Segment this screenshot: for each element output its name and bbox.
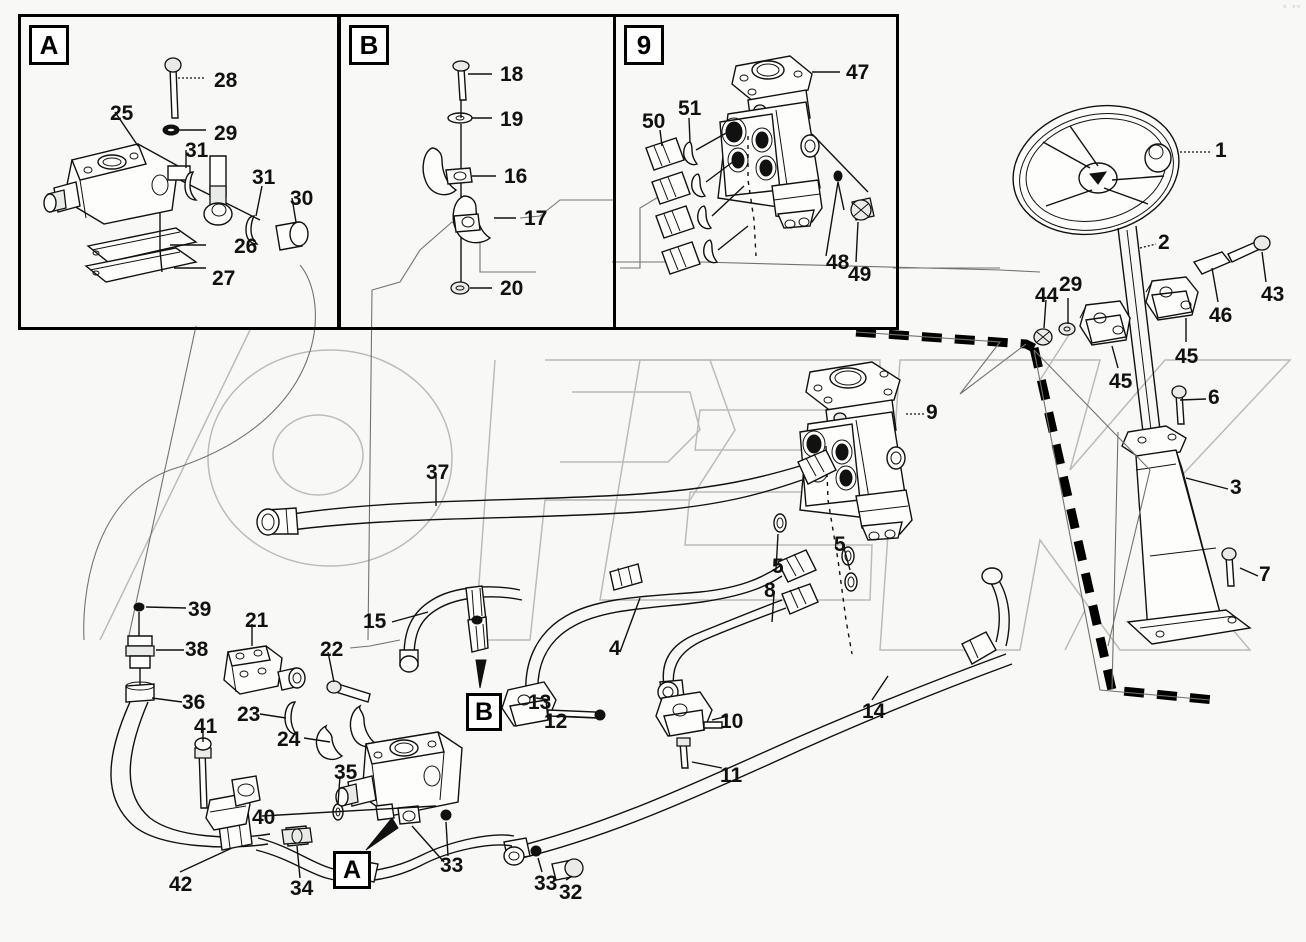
detail-panel-9: 9 bbox=[613, 14, 899, 330]
callout-46: 46 bbox=[1209, 304, 1233, 327]
callout-13: 13 bbox=[528, 691, 552, 714]
callout-8: 8 bbox=[764, 579, 776, 602]
panel-callout-17: 17 bbox=[524, 207, 548, 230]
spacer-46 bbox=[1192, 251, 1232, 275]
callout-leaders bbox=[145, 151, 1267, 881]
callout-11: 11 bbox=[720, 764, 743, 787]
region-tag-b-label: B bbox=[474, 697, 494, 726]
callout-9: 9 bbox=[926, 401, 938, 424]
callout-3: 3 bbox=[1230, 476, 1242, 499]
steering-shaft bbox=[1117, 225, 1161, 433]
callout-38: 38 bbox=[185, 638, 209, 661]
panel-callout-47: 47 bbox=[846, 61, 870, 84]
panel-a-contents bbox=[43, 57, 309, 283]
panel-callout-30: 30 bbox=[290, 187, 314, 210]
washer-29 bbox=[1058, 322, 1076, 336]
callout-36: 36 bbox=[182, 691, 206, 714]
panel-callout-48: 48 bbox=[826, 251, 850, 274]
corner-mark: ▫ ▫▫ bbox=[1283, 2, 1302, 11]
panel-a-tag: A bbox=[29, 25, 69, 65]
callout-29-main: 29 bbox=[1059, 273, 1083, 296]
callout-42: 42 bbox=[169, 873, 193, 896]
panel-9-contents bbox=[645, 55, 875, 275]
hose-15 bbox=[399, 585, 523, 673]
steering-valve-main bbox=[799, 361, 913, 655]
callout-41: 41 bbox=[194, 715, 218, 738]
seal-ring-33 bbox=[440, 809, 452, 821]
callout-12: 12 bbox=[544, 710, 568, 733]
valve-block-21 bbox=[223, 645, 306, 695]
bolt-43 bbox=[1227, 235, 1271, 263]
clamp-bracket-left bbox=[1079, 300, 1131, 346]
callout-5-upper: 5 bbox=[772, 555, 784, 578]
callout-1: 1 bbox=[1215, 139, 1227, 162]
bolt-6 bbox=[1171, 385, 1187, 425]
callout-24: 24 bbox=[277, 728, 301, 751]
clamp-bracket-right bbox=[1145, 276, 1199, 321]
region-tag-a-label: A bbox=[342, 855, 362, 884]
panel-callout-50: 50 bbox=[642, 110, 666, 133]
callout-43: 43 bbox=[1261, 283, 1285, 306]
hose-4 bbox=[501, 549, 817, 727]
region-9-thin-frame bbox=[855, 331, 1211, 701]
panel-b-contents bbox=[422, 60, 516, 295]
callout-10: 10 bbox=[720, 710, 744, 733]
panel-link-lines bbox=[83, 195, 1041, 649]
callout-23: 23 bbox=[237, 703, 261, 726]
callout-32: 32 bbox=[559, 881, 583, 904]
panel-b-tag: B bbox=[349, 25, 389, 65]
panel-callout-51: 51 bbox=[678, 97, 702, 120]
callout-7: 7 bbox=[1259, 563, 1271, 586]
callout-33-a: 33 bbox=[440, 854, 464, 877]
hose-14 bbox=[503, 567, 1013, 881]
fitting-group-38-39 bbox=[125, 602, 155, 703]
callout-45-left: 45 bbox=[1109, 370, 1133, 393]
panel-callout-20: 20 bbox=[500, 277, 524, 300]
panel-callout-31-left: 31 bbox=[185, 139, 209, 162]
callout-15: 15 bbox=[363, 610, 387, 633]
callout-39: 39 bbox=[188, 598, 212, 621]
steering-wheel bbox=[1012, 104, 1180, 236]
callout-35: 35 bbox=[334, 761, 358, 784]
seal-ring-23 bbox=[284, 701, 298, 735]
panel-callout-25: 25 bbox=[110, 102, 134, 125]
nut-44 bbox=[1033, 328, 1053, 346]
callout-37: 37 bbox=[426, 461, 450, 484]
callout-44: 44 bbox=[1035, 284, 1059, 307]
column-housing bbox=[1121, 425, 1252, 645]
hose-8 bbox=[657, 583, 819, 703]
panel-callout-26: 26 bbox=[234, 235, 258, 258]
panel-callout-49: 49 bbox=[848, 263, 872, 286]
panel-callout-28: 28 bbox=[214, 69, 238, 92]
hose-37 bbox=[256, 449, 837, 536]
callout-33-b: 33 bbox=[534, 872, 558, 895]
callout-40: 40 bbox=[252, 806, 276, 829]
callout-5-lower: 5 bbox=[834, 533, 846, 556]
panel-callout-29: 29 bbox=[214, 122, 238, 145]
callout-22: 22 bbox=[320, 638, 344, 661]
callout-21: 21 bbox=[245, 609, 269, 632]
callout-2: 2 bbox=[1158, 231, 1170, 254]
lower-valve-body bbox=[335, 731, 463, 825]
callout-45-right: 45 bbox=[1175, 345, 1199, 368]
callout-6: 6 bbox=[1208, 386, 1220, 409]
callout-14: 14 bbox=[862, 700, 886, 723]
panel-callout-31-right: 31 bbox=[252, 166, 276, 189]
seal-ring-5-lower bbox=[844, 572, 858, 592]
panel-callout-16: 16 bbox=[504, 165, 528, 188]
panel-9-tag: 9 bbox=[624, 25, 664, 65]
bolt-22 bbox=[326, 680, 371, 703]
seal-ring-5-upper bbox=[773, 513, 787, 533]
callout-34: 34 bbox=[290, 877, 314, 900]
region-tag-a: A bbox=[333, 851, 371, 889]
clamp-half-24 bbox=[315, 724, 344, 761]
panel-callout-27: 27 bbox=[212, 267, 236, 290]
callout-4: 4 bbox=[609, 637, 621, 660]
panel-callout-19: 19 bbox=[500, 108, 524, 131]
region-tag-b: B bbox=[466, 693, 502, 731]
panel-callout-18: 18 bbox=[500, 63, 524, 86]
